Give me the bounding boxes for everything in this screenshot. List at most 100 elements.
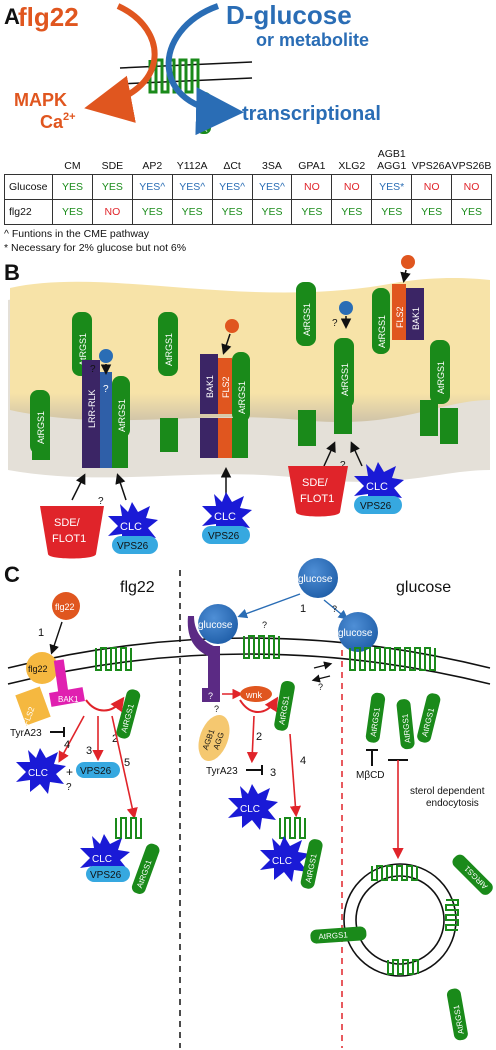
svg-text:glucose: glucose — [338, 628, 373, 639]
b-atrgs1-5: AtRGS1 — [430, 340, 450, 404]
c-step4-left: 4 — [64, 739, 70, 751]
b-endocytic-mid: CLC VPS26 — [202, 467, 252, 544]
c-atrgs1-endosome-3: AtRGS1 — [446, 988, 468, 1041]
table-cell: NO — [451, 174, 492, 200]
table-cell: YES — [251, 199, 293, 225]
table-header-cell: AP2 — [142, 160, 163, 172]
c-endocytosis-arrow-mid — [239, 696, 279, 713]
svg-text:FLS2: FLS2 — [221, 376, 231, 398]
c-sterol-line1: sterol dependent — [410, 786, 485, 797]
c-atrgs1-endosome-2: AtRGS1 — [310, 926, 367, 944]
c-q-equilibrium: ? — [318, 682, 323, 692]
table-cell: YES — [331, 199, 373, 225]
svg-text:CLC: CLC — [240, 804, 260, 815]
svg-text:AtRGS1: AtRGS1 — [117, 399, 127, 432]
svg-text:?: ? — [90, 364, 96, 375]
c-equilibrium-fwd — [313, 661, 333, 670]
svg-text:FLOT1: FLOT1 — [52, 533, 86, 545]
svg-text:AtRGS1: AtRGS1 — [164, 333, 174, 366]
glucose-signal-arrow — [165, 3, 244, 136]
b-endocytic-left: ? SDE/ FLOT1 CLC VPS26 — [40, 473, 158, 559]
b-tail-10 — [334, 400, 352, 434]
mapk-label: MAPK — [14, 90, 67, 110]
c-plus: + — [66, 765, 73, 779]
c-step3-left: 3 — [86, 745, 92, 757]
svg-text:?: ? — [332, 318, 338, 329]
c-sterol-line2: endocytosis — [426, 798, 479, 809]
table-cell: YES — [52, 174, 93, 200]
svg-text:glucose: glucose — [298, 574, 333, 585]
c-atrgs1-left-pill: AtRGS1 — [116, 689, 141, 739]
table-note-2: * Necessary for 2% glucose but not 6% — [4, 242, 187, 254]
svg-text:CLC: CLC — [214, 511, 236, 523]
table-cell: YES — [371, 199, 413, 225]
b-tail-12 — [440, 408, 458, 444]
b-tail-4 — [112, 428, 128, 468]
b-tail-3 — [100, 428, 112, 468]
c-arrow-3-mid — [246, 715, 258, 764]
c-endocytosis-arrow-left — [85, 696, 125, 713]
svg-text:VPS26: VPS26 — [208, 531, 240, 542]
table-header-cell: VPS26A — [411, 160, 452, 172]
svg-text:CLC: CLC — [28, 768, 48, 779]
svg-text:SDE/: SDE/ — [302, 477, 329, 489]
b-lrr-rlk-complex: LRR-RLK ? AtRGS1 ? — [82, 349, 130, 438]
c-q-glucose-2: ? — [332, 604, 337, 614]
c-flg22-title: flg22 — [120, 579, 155, 596]
svg-text:?: ? — [98, 496, 104, 507]
flg22-title: flg22 — [18, 2, 79, 32]
table-cell: YES — [291, 199, 333, 225]
c-atrgs1-endosome-1: AtRGS1 — [452, 854, 493, 895]
c-atrgs1-tm-right — [349, 647, 436, 671]
table-header-cell: SDE — [101, 160, 124, 172]
b-tail-2 — [82, 428, 100, 468]
svg-text:AtRGS1: AtRGS1 — [237, 381, 247, 414]
svg-text:VPS26: VPS26 — [80, 766, 112, 777]
table-header-cell: CM — [64, 160, 81, 172]
svg-text:BAK1: BAK1 — [58, 695, 79, 704]
svg-text:AtRGS1: AtRGS1 — [78, 333, 88, 366]
c-endosome-tm-right — [445, 899, 459, 931]
table-cell: YES^ — [251, 174, 293, 200]
b-tail-7 — [218, 418, 232, 458]
svg-text:AtRGS1: AtRGS1 — [318, 930, 348, 941]
c-step2-mid: 2 — [256, 731, 262, 743]
b-atrgs1-1: AtRGS1 — [30, 390, 50, 454]
c-endosome-tm-mid — [279, 817, 306, 839]
svg-text:FLOT1: FLOT1 — [300, 493, 334, 505]
svg-text:VPS26: VPS26 — [360, 501, 392, 512]
svg-text:glucose: glucose — [198, 620, 233, 631]
c-agb1-agg: AGB1 AGG — [198, 714, 230, 762]
c-clc-mid: CLC — [228, 784, 278, 830]
table-cell: YES^ — [131, 174, 173, 200]
svg-text:wnk: wnk — [245, 690, 263, 700]
table-cell: YES — [211, 199, 253, 225]
c-atrgs1-right-pill-2: AtRGS1 — [396, 699, 415, 750]
svg-text:AtRGS1: AtRGS1 — [340, 363, 350, 396]
svg-text:AtRGS1: AtRGS1 — [436, 361, 446, 394]
c-atrgs1-endosome-left: AtRGS1 — [131, 843, 160, 894]
c-clc-left: CLC — [16, 748, 66, 794]
c-glucose-arrow-left — [237, 593, 301, 619]
c-atrgs1-endosome-mid: AtRGS1 — [300, 839, 323, 889]
c-glucose-arrow-right — [323, 599, 349, 620]
c-glucose-right: glucose — [338, 612, 378, 652]
panel-b-label: B — [4, 260, 20, 285]
table-header-empty — [5, 144, 53, 175]
b-tail-5 — [160, 418, 178, 452]
c-glucose-title: glucose — [396, 579, 451, 596]
c-atrgs1-right-pill-3: AtRGS1 — [417, 693, 441, 743]
b-tail-11 — [420, 400, 438, 436]
table-cell: YES — [451, 199, 492, 225]
table-cell: YES — [91, 174, 133, 200]
svg-text:LRR-RLK: LRR-RLK — [87, 389, 97, 428]
table-cell: NO — [331, 174, 373, 200]
panel-c-label: C — [4, 562, 20, 587]
table-note-1: ^ Funtions in the CME pathway — [4, 228, 149, 240]
b-endocytic-right: ? SDE/ FLOT1 CLC VPS26 — [288, 441, 404, 517]
svg-text:VPS26: VPS26 — [117, 541, 149, 552]
table-cell: YES — [52, 199, 93, 225]
c-step3-mid: 3 — [270, 767, 276, 779]
flg22-signal-arrow — [84, 3, 158, 123]
